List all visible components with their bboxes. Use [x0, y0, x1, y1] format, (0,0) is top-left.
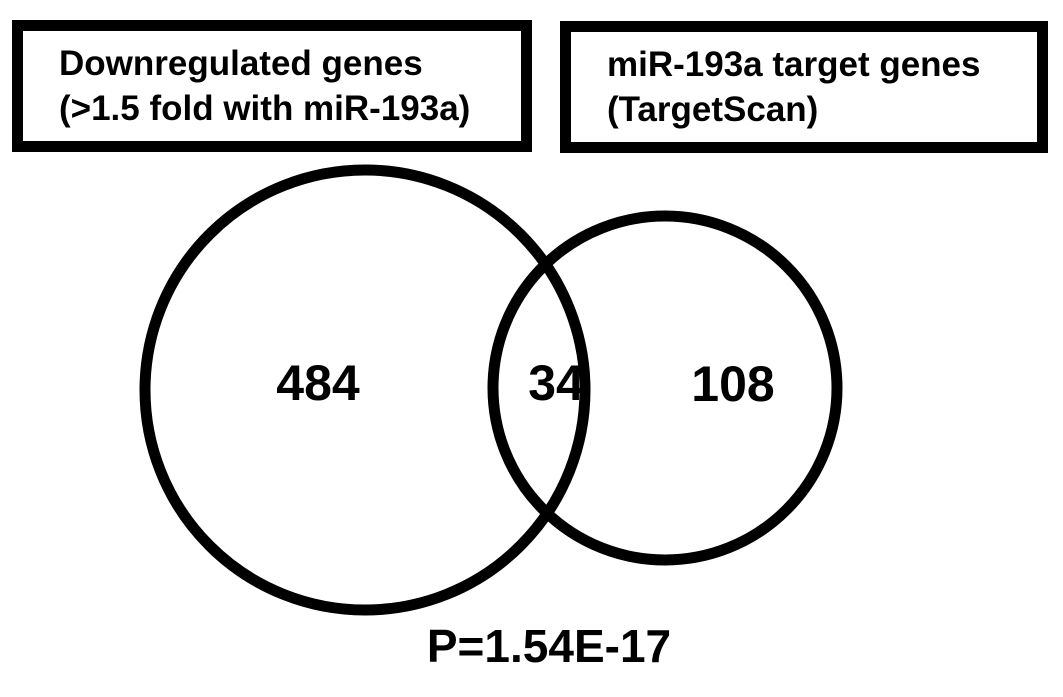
right-only-count: 108 [691, 356, 775, 412]
overlap-count: 34 [528, 355, 584, 411]
right-circle [487, 210, 843, 566]
p-value-label: P=1.54E-17 [426, 620, 672, 672]
left-set-label-line1: Downregulated genes [59, 44, 423, 83]
left-only-count: 484 [276, 355, 360, 411]
right-set-label-box: miR-193a target genes (TargetScan) [560, 21, 1048, 153]
right-set-label-line2: (TargetScan) [607, 90, 819, 129]
left-circle [139, 164, 591, 616]
left-set-label-box: Downregulated genes (>1.5 fold with miR-… [12, 20, 532, 152]
right-set-label-line1: miR-193a target genes [607, 45, 981, 84]
left-set-label-line2: (>1.5 fold with miR-193a) [59, 89, 471, 128]
